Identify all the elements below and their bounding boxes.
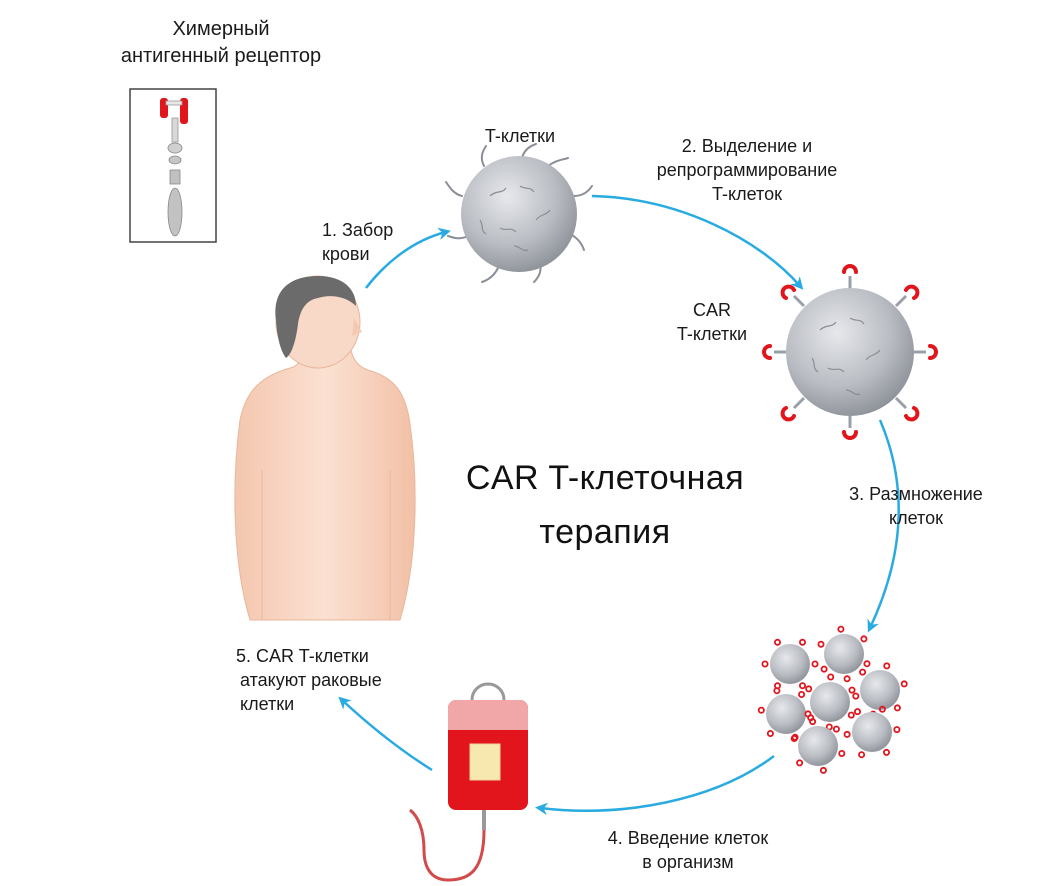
step-1-label: 1. Забор крови [322,218,393,266]
step-3-line1: 3. Размножение [849,484,983,504]
receptor-label-line2: антигенный рецептор [120,45,322,67]
step-5-line2: атакуют раковые [240,670,382,690]
step-2-line1: 2. Выделение и [681,136,813,156]
expanded-cell [757,687,815,741]
step-4-label: 4. Введение клеток в организм [570,826,806,874]
arrow-step-3 [867,419,900,633]
expanded-cell [852,662,908,718]
arrow-step-2 [591,194,804,290]
arrow-step-5 [338,696,433,772]
arrow-step-1 [365,227,451,289]
step-4-line2: в организм [642,852,734,872]
arrow-step-4 [535,755,775,816]
car-t-cell [762,264,938,440]
cycle-arrows [338,194,900,816]
step-3-line2: клеток [889,508,943,528]
step-2-label: 2. Выделение и репрограммирование T-клет… [616,134,878,206]
title-line1: CAR T-клеточная [465,459,745,497]
car-t-line1: CAR [692,300,731,320]
receptor-diagram [129,88,217,243]
expanded-cell [761,638,819,690]
infusion-bag [409,682,528,882]
expanded-cell [817,625,871,683]
step-5-line1: 5. CAR T-клетки [236,646,369,666]
step-1-line1: 1. Забор [322,220,394,240]
receptor-label: Химерный антигенный рецептор [96,16,346,70]
step-2-line2: репрограммирование [656,160,838,180]
step-5-label: 5. CAR T-клетки атакуют раковые клетки [236,644,382,716]
expanded-cells-cluster [757,625,908,774]
expanded-cell [790,718,846,774]
title-line2: терапия [539,513,671,551]
step-1-line2: крови [322,244,370,264]
step-2-line3: T-клеток [712,184,782,204]
step-3-label: 3. Размножение клеток [828,482,1004,530]
diagram-title: CAR T-клеточная терапия [400,458,810,552]
human-figure [234,275,416,621]
car-t-line2: T-клетки [676,324,748,344]
receptor-label-line1: Химерный [172,18,270,40]
expanded-cell [804,673,856,731]
step-4-line1: 4. Введение клеток [607,828,769,848]
t-cells-label: T-клетки [484,126,556,146]
expanded-cell [843,705,901,759]
step-5-line3: клетки [240,694,295,714]
t-cell [445,143,593,283]
car-t-cells-label: CAR T-клетки [662,298,762,346]
